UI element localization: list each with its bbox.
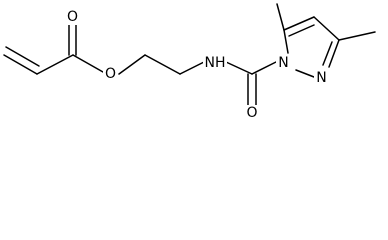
atom-ether-oxygen: O [103, 66, 118, 82]
bond-ether-o-to-ch2 [118, 54, 146, 75]
atom-label: NH [205, 55, 226, 71]
bond-carbonyl-to-n1 [251, 61, 277, 75]
bond-c5-to-c4 [283, 16, 315, 31]
bond-ch2-to-nh [179, 61, 205, 75]
atom-ester-carbonyl-oxygen: O [65, 9, 80, 25]
bond-c5-c4-double-inner [288, 24, 315, 37]
bond-c3-to-n2 [328, 39, 340, 68]
bond-n2-to-n1 [295, 69, 315, 78]
bond-vinyl-to-carbonyl [36, 54, 74, 75]
bond-c4-to-c3 [313, 16, 340, 41]
bond-c3-to-methyl [338, 31, 376, 41]
bond-c3-n2-double-inner [322, 41, 333, 66]
bond-carbonyl-to-ether-o [72, 54, 104, 73]
atom-pyrazole-n1: N [276, 55, 291, 71]
atom-label: O [246, 105, 257, 121]
atom-label: O [67, 9, 78, 25]
bond-nh-to-carbonyl [225, 61, 253, 75]
bonds [3, 3, 376, 106]
atom-amide-carbonyl-oxygen: O [245, 105, 260, 121]
atom-label: N [316, 70, 326, 86]
bond-n1-to-c5 [283, 29, 289, 54]
atom-label: O [105, 66, 116, 82]
atom-amide-nitrogen: NH [203, 55, 227, 71]
atom-labels: O O NH O N N [65, 9, 329, 121]
atom-pyrazole-n2: N [314, 70, 329, 86]
atom-label: N [278, 55, 288, 71]
bond-vinyl-double-a [3, 54, 38, 75]
bond-vinyl-double-b [5, 46, 40, 67]
bond-c5-to-methyl [276, 3, 285, 31]
bond-ch2-to-ch2 [144, 54, 181, 75]
structure-diagram: O O NH O N N [3, 3, 376, 121]
